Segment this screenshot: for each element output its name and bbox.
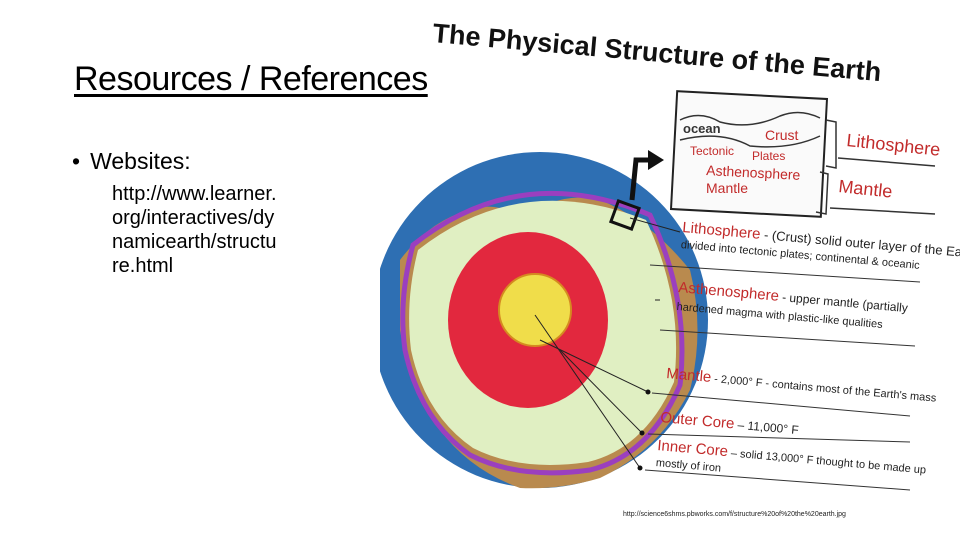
link-line: namicearth/structu [112, 231, 277, 253]
desc-line: – 11,000° F [734, 418, 800, 438]
term-outer-core: Outer Core [660, 409, 735, 432]
bullet-websites: • Websites: [72, 148, 191, 175]
desc-line: - 2,000° F - contains most of the Earth'… [711, 373, 938, 405]
pointer-arrow-icon [629, 157, 650, 201]
image-credit: http://science6shms.pbworks.com/f/struct… [623, 511, 846, 518]
slide-title: Resources / References [74, 60, 428, 98]
term-inner-core: Inner Core [657, 437, 729, 460]
reference-link[interactable]: http://www.learner. org/interactives/dy … [112, 182, 277, 278]
leader-dot [639, 430, 645, 436]
figure-title: The Physical Structure of the Earth [431, 18, 882, 87]
leader-line [659, 329, 916, 347]
pointer-lines [534, 217, 681, 469]
desc-lithosphere: Lithosphere - (Crust) solid outer layer … [680, 219, 960, 272]
inner-core [498, 273, 572, 347]
label-plates: Plates [752, 149, 785, 163]
label-asthenosphere: Asthenosphere [706, 162, 801, 183]
mantle-bracket [815, 171, 829, 215]
bracket-mantle: Mantle [838, 176, 894, 202]
leader-line [649, 264, 921, 283]
cross-section-box: ocean Crust Tectonic Plates Asthenospher… [669, 90, 829, 218]
detail-marker [608, 198, 642, 232]
term-mantle: Mantle [666, 365, 712, 386]
desc-outer-core: Outer Core – 11,000° F [660, 409, 800, 438]
link-line: re.html [112, 255, 174, 277]
leader-dot [637, 465, 643, 471]
desc-line: mostly of iron [655, 457, 721, 475]
desc-line: – solid 13,000° F thought to be made up [727, 447, 926, 476]
bracket-rule [829, 207, 936, 215]
svg-text:Mantle - 2,000° F - contains m: Mantle - 2,000° F - contains most of the… [666, 365, 938, 406]
bracket-lithosphere: Lithosphere [846, 130, 942, 160]
label-tectonic: Tectonic [690, 144, 734, 158]
leader-line [644, 469, 911, 491]
desc-asthenosphere: Asthenosphere - upper mantle (partially … [676, 279, 908, 331]
earth-structure-figure: The Physical Structure of the Earth ocea… [380, 18, 960, 491]
term-lithosphere: Lithosphere [682, 219, 762, 243]
leader-line [647, 433, 911, 443]
label-mantle: Mantle [706, 180, 748, 196]
earth-globe [380, 152, 708, 489]
desc-mantle: Mantle - 2,000° F - contains most of the… [666, 365, 938, 406]
desc-inner-core: Inner Core – solid 13,000° F thought to … [655, 437, 926, 476]
bullet-label: Websites: [90, 148, 191, 174]
link-line: org/interactives/dy [112, 207, 275, 229]
bullet-dot-icon: • [72, 148, 81, 174]
leader-line [651, 392, 911, 417]
svg-text:Outer Core – 11,000° F: Outer Core – 11,000° F [660, 409, 800, 438]
bracket-rule [837, 157, 936, 167]
label-crust: Crust [765, 127, 799, 143]
asthenosphere-band [400, 190, 685, 476]
label-ocean: ocean [683, 121, 721, 136]
arrowhead [648, 150, 664, 170]
lithosphere-bracket [825, 119, 837, 169]
link-line: http://www.learner. [112, 183, 277, 205]
leader-dot [645, 389, 651, 395]
